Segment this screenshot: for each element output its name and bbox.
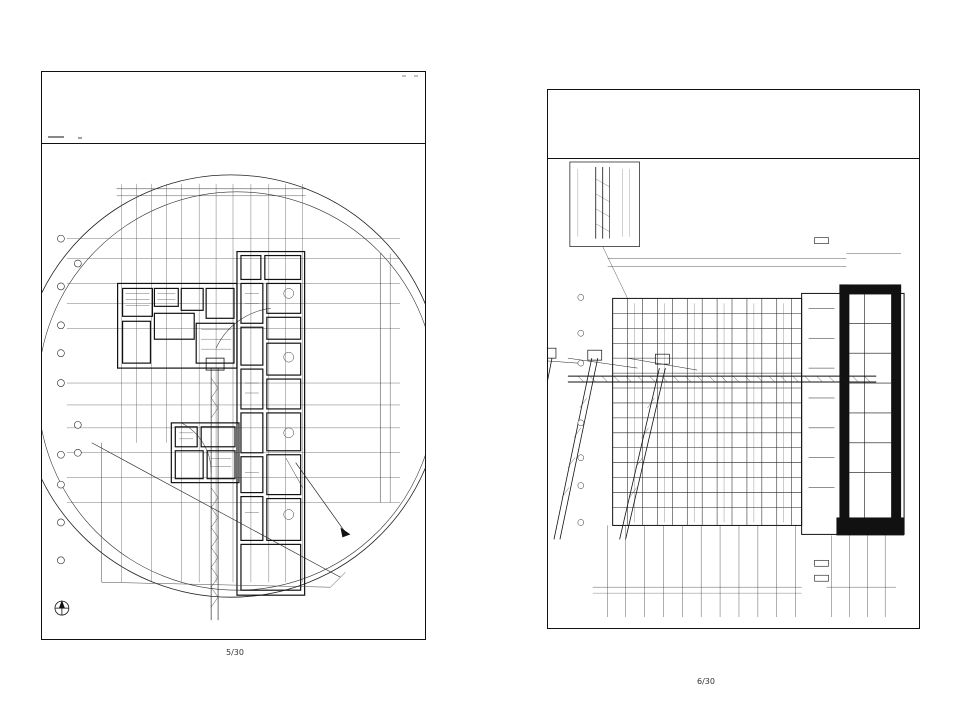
north-arrow-icon xyxy=(54,600,70,616)
grid-lines-horizontal xyxy=(66,238,401,503)
page-number-left: 5/30 xyxy=(226,648,244,657)
crane-jib-truss xyxy=(567,375,877,383)
building-block-a xyxy=(117,282,238,369)
building-block-c xyxy=(170,422,240,484)
floor-plan-svg xyxy=(42,174,425,621)
crane-masts-diagonal xyxy=(548,358,666,540)
title-block-marks xyxy=(894,88,912,90)
detail-callout xyxy=(569,161,640,299)
page-number-right: 6/30 xyxy=(697,677,715,686)
tower-crane-mast xyxy=(210,368,219,621)
facade-columns xyxy=(627,298,792,526)
floor-plan-drawing xyxy=(42,144,425,639)
level-lines xyxy=(607,525,886,618)
title-block xyxy=(548,88,919,159)
building-facade-grid xyxy=(612,297,803,526)
grid-bubbles xyxy=(57,234,82,565)
drawing-sheet-left xyxy=(41,71,426,640)
title-block xyxy=(42,72,425,144)
interior-detail xyxy=(125,293,259,513)
elevation-drawing xyxy=(548,159,919,628)
drawing-sheet-right xyxy=(547,88,920,629)
elevation-svg xyxy=(548,161,905,618)
building-tower-b xyxy=(236,250,306,596)
dark-tower-block xyxy=(801,284,905,536)
crane-radius-circle xyxy=(42,174,425,598)
facade-floors xyxy=(612,313,802,508)
title-block-marks xyxy=(48,75,418,139)
crane-radius-circle-inner xyxy=(42,191,425,591)
